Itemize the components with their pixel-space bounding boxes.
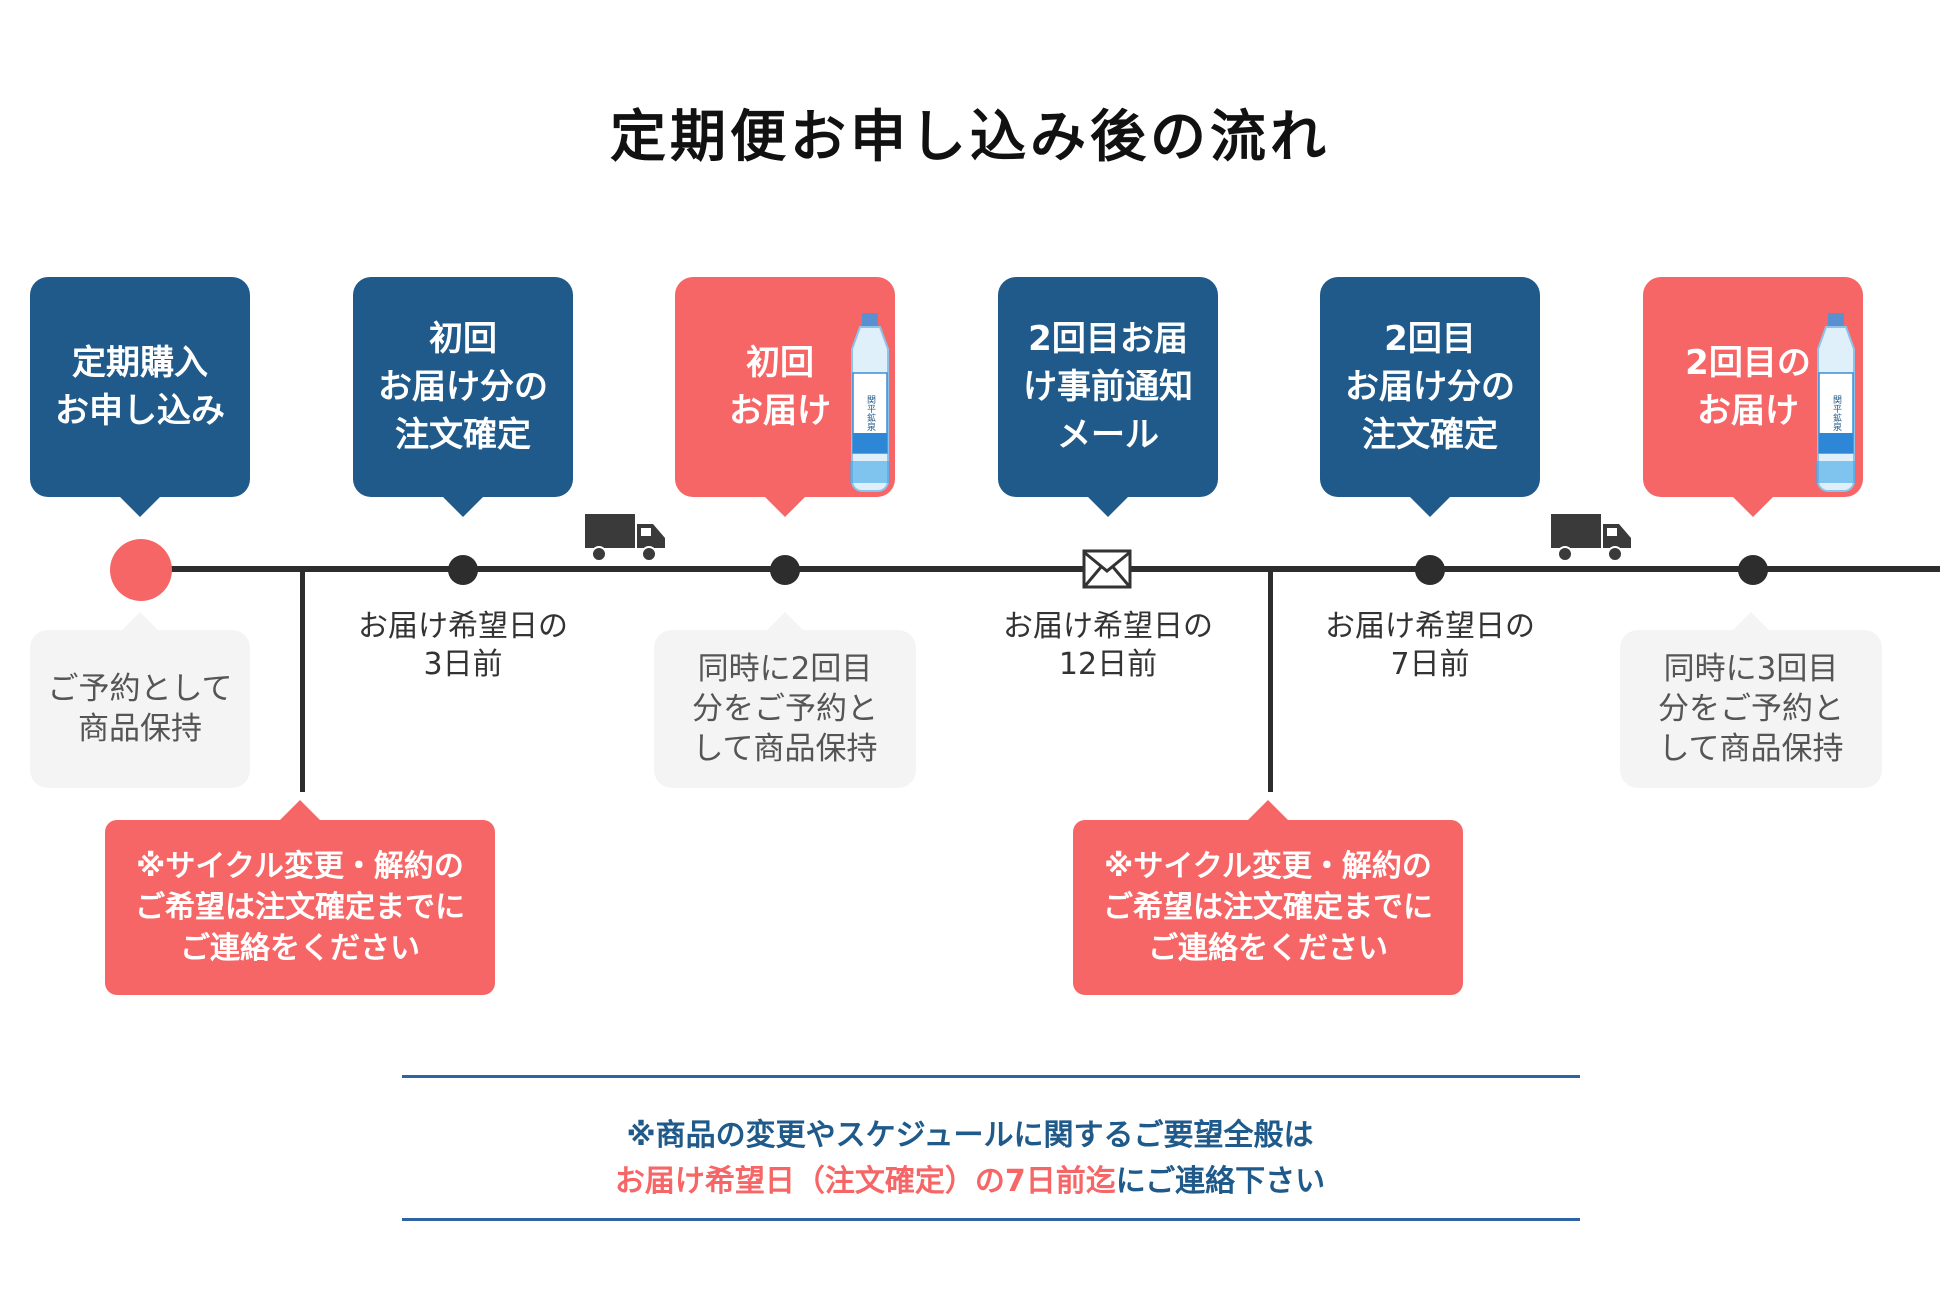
timeline-dot [770, 555, 800, 585]
timeline-dot [1738, 555, 1768, 585]
step-second-order-confirm-label: 2回目 お届け分の 注文確定 [1345, 319, 1515, 455]
footer-divider-top [402, 1075, 1580, 1078]
reservation-note: 同時に2回目 分をご予約と して商品保持 [654, 612, 916, 788]
mail-icon [1082, 549, 1132, 589]
deadline-second-order: お届け希望日の 7日前 [1325, 609, 1535, 682]
step-first-order-confirm-label: 初回 お届け分の 注文確定 [378, 319, 548, 455]
footer-contact-text: にご連絡下さい [1115, 1164, 1326, 1199]
timeline-branch-line [300, 566, 305, 792]
bottle-label: 関平鉱泉 [865, 395, 876, 431]
timeline-dot [1415, 555, 1445, 585]
step-second-delivery-label: 2回目の お届け [1685, 343, 1811, 431]
water-bottle-image: 関平鉱泉 [850, 313, 890, 492]
deadline-notice-mail: お届け希望日の 12日前 [1003, 609, 1213, 682]
step-second-notice-mail: 2回目お届 け事前通知 メール [998, 277, 1218, 517]
timeline-dot [448, 555, 478, 585]
truck-icon [1551, 514, 1631, 562]
cancel-warning: ※サイクル変更・解約の ご希望は注文確定までに ご連絡をください [1073, 800, 1463, 995]
cancel-warning: ※サイクル変更・解約の ご希望は注文確定までに ご連絡をください [105, 800, 495, 995]
step-second-order-confirm: 2回目 お届け分の 注文確定 [1320, 277, 1540, 517]
step-subscribe: 定期購入 お申し込み [30, 277, 250, 517]
bottle-label: 関平鉱泉 [1831, 395, 1842, 431]
timeline-start-dot [110, 539, 172, 601]
footer-divider-bottom [402, 1218, 1580, 1221]
timeline-branch-line [1268, 566, 1273, 792]
footer-deadline-highlight: お届け希望日（注文確定）の7日前迄 [614, 1164, 1116, 1199]
truck-icon [585, 514, 665, 562]
footer-line-2: お届け希望日（注文確定）の7日前迄にご連絡下さい [0, 1156, 1940, 1200]
deadline-first-order: お届け希望日の 3日前 [358, 609, 568, 682]
water-bottle-image: 関平鉱泉 [1816, 313, 1856, 492]
reservation-note: 同時に3回目 分をご予約と して商品保持 [1620, 612, 1882, 788]
reservation-note: ご予約として 商品保持 [30, 612, 250, 788]
step-second-notice-mail-label: 2回目お届 け事前通知 メール [1023, 319, 1193, 455]
step-first-order-confirm: 初回 お届け分の 注文確定 [353, 277, 573, 517]
step-first-delivery-label: 初回 お届け [729, 343, 831, 431]
page-title: 定期便お申し込み後の流れ [610, 105, 1330, 170]
timeline-line [140, 566, 1940, 572]
footer-line-1: ※商品の変更やスケジュールに関するご要望全般は [626, 1118, 1314, 1153]
step-subscribe-label: 定期購入 お申し込み [55, 343, 225, 431]
